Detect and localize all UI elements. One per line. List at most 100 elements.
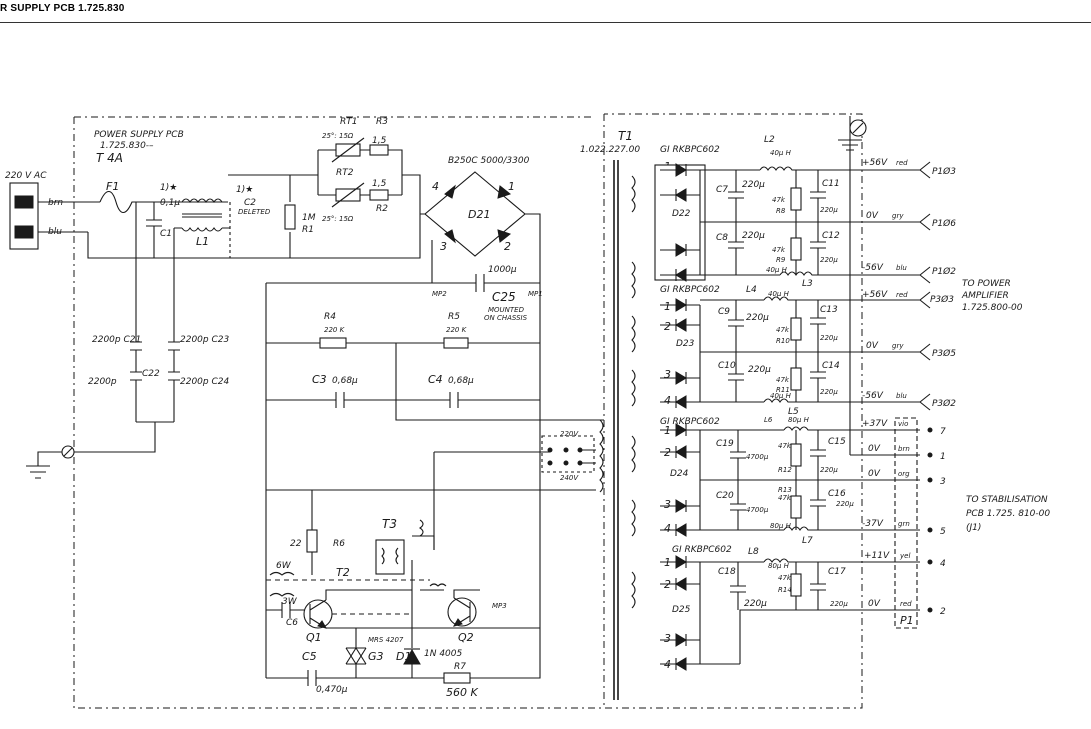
svg-text:0V: 0V — [868, 444, 881, 454]
d1-type: 1N 4005 — [424, 649, 462, 659]
svg-text:+37V: +37V — [862, 419, 888, 429]
capacitor-C2: 1)★ C2 DELETED — [229, 185, 271, 258]
svg-text:+11V: +11V — [864, 551, 890, 561]
fuse-F1-label: F1 — [106, 180, 119, 193]
svg-text:red: red — [900, 600, 912, 608]
r14-value: 47k — [778, 574, 792, 582]
svg-text:0V: 0V — [868, 469, 881, 479]
sheet-title: R SUPPLY PCB 1.725.830 — [0, 3, 125, 14]
r12-value: 47k — [778, 442, 792, 450]
c15-value: 220μ — [820, 466, 838, 474]
c17-value: 220μ — [830, 600, 848, 608]
sec3-bridge-label: GI RKBPC602 — [660, 417, 720, 427]
rt2-value: 25°: 15Ω — [322, 215, 354, 223]
c17-label: C17 — [828, 567, 846, 577]
svg-text:gry: gry — [892, 342, 904, 350]
svg-text:1: 1 — [940, 452, 946, 462]
svg-text:-56V: -56V — [862, 263, 884, 273]
l7-label: L7 — [802, 536, 813, 546]
svg-text:P1Ø3: P1Ø3 — [932, 166, 956, 177]
r5-value: 220 K — [446, 326, 468, 334]
bridge-D21: B250C 5000/3300 D21 4 1 3 2 — [420, 156, 541, 283]
r1-label: R1 — [302, 225, 314, 235]
svg-text:1: 1 — [664, 300, 671, 313]
l6-value: 80μ H — [788, 416, 810, 424]
mp3-label: MP3 — [492, 602, 507, 610]
svg-text:3: 3 — [664, 368, 671, 381]
svg-text:+56V: +56V — [862, 158, 888, 168]
r14-label: R14 — [778, 586, 792, 594]
c25-label: C25 — [492, 290, 516, 304]
r13-label: R13 — [778, 486, 792, 494]
r6-value: 22 — [290, 539, 302, 549]
y-capacitors: 2200p C21 2200p C23 2200p C22 2200p C24 — [26, 202, 229, 479]
c10-label: C10 — [718, 361, 736, 371]
fuse-rating-label: T 4A — [96, 151, 123, 165]
c23-label: 2200p C23 — [180, 335, 229, 345]
svg-text:0V: 0V — [868, 599, 881, 609]
c22-value: 2200p — [88, 377, 117, 387]
c18-label: C18 — [718, 567, 736, 577]
connector-P1-frame — [894, 417, 918, 629]
svg-text:gry: gry — [892, 212, 904, 220]
transformer-T1: T1 1.022.227.00 — [580, 129, 640, 700]
c5-value: 0,470μ — [316, 685, 348, 695]
bridge-pin4: 4 — [432, 180, 439, 193]
svg-text:org: org — [898, 470, 910, 478]
selector-240v-label: 240V — [560, 474, 579, 482]
q2-label: Q2 — [458, 631, 474, 644]
dest-stab-line3: (J1) — [966, 523, 981, 533]
r2-value: 1,5 — [372, 179, 387, 189]
l5-value: 40μ H — [770, 392, 792, 400]
c25-note1: MOUNTED — [488, 306, 525, 314]
r3-value: 1,5 — [372, 136, 387, 146]
svg-text:yel: yel — [899, 552, 910, 560]
c11-label: C11 — [822, 179, 840, 189]
c20-label: C20 — [716, 491, 734, 501]
sec4-diode-label: D25 — [672, 605, 691, 615]
l2-label: L2 — [764, 135, 775, 145]
c3-label: C3 — [312, 373, 327, 386]
c16-value: 220μ — [836, 500, 854, 508]
sec2-bridge-label: GI RKBPC602 — [660, 285, 720, 295]
fuse-F1 — [99, 190, 228, 214]
svg-text:-56V: -56V — [862, 391, 884, 401]
c8-value: 220μ — [742, 231, 765, 241]
c24-label: 2200p C24 — [180, 377, 229, 387]
svg-text:P3Ø3: P3Ø3 — [930, 294, 954, 305]
l7-value: 80μ H — [770, 522, 792, 530]
r1-value: 1M — [302, 213, 316, 223]
rt1-label: RT1 — [340, 117, 357, 127]
dest-amp-line3: 1.725.800-00 — [962, 303, 1023, 313]
secondary-section-2: GI RKBPC602 1 2 3 4 D23 L4 40μ H C9 220μ… — [660, 285, 920, 417]
svg-text:+56V: +56V — [862, 290, 888, 300]
secondary-section-1: GI RKBPC602 1 2 3 4 D22 L2 40μ H C7 220μ… — [654, 135, 920, 289]
r5-label: R5 — [448, 312, 460, 322]
svg-text:-37V: -37V — [862, 519, 884, 529]
c14-value: 220μ — [820, 388, 838, 396]
c4-value: 0,68μ — [448, 376, 474, 386]
r9-value: 47k — [772, 246, 786, 254]
q1-label: Q1 — [306, 631, 322, 644]
svg-text:2: 2 — [664, 320, 671, 333]
c1-mark: 1)★ — [160, 183, 177, 193]
c4-label: C4 — [428, 373, 443, 386]
secondary-section-3: GI RKBPC602 1 2 3 4 D24 L6 80μ H C19 470… — [660, 416, 920, 546]
c14-label: C14 — [822, 361, 840, 371]
inductor-L1: L1 — [174, 198, 230, 248]
c12-label: C12 — [822, 231, 840, 241]
c9-label: C9 — [718, 307, 730, 317]
t1-label: T1 — [618, 129, 633, 143]
sec1-bridge-label: GI RKBPC602 — [660, 145, 720, 155]
d1-label: D1 — [396, 650, 411, 663]
c19-value: 4700μ — [746, 453, 769, 461]
bridge-pin2: 2 — [504, 240, 511, 253]
c2-label: C2 — [244, 198, 256, 208]
